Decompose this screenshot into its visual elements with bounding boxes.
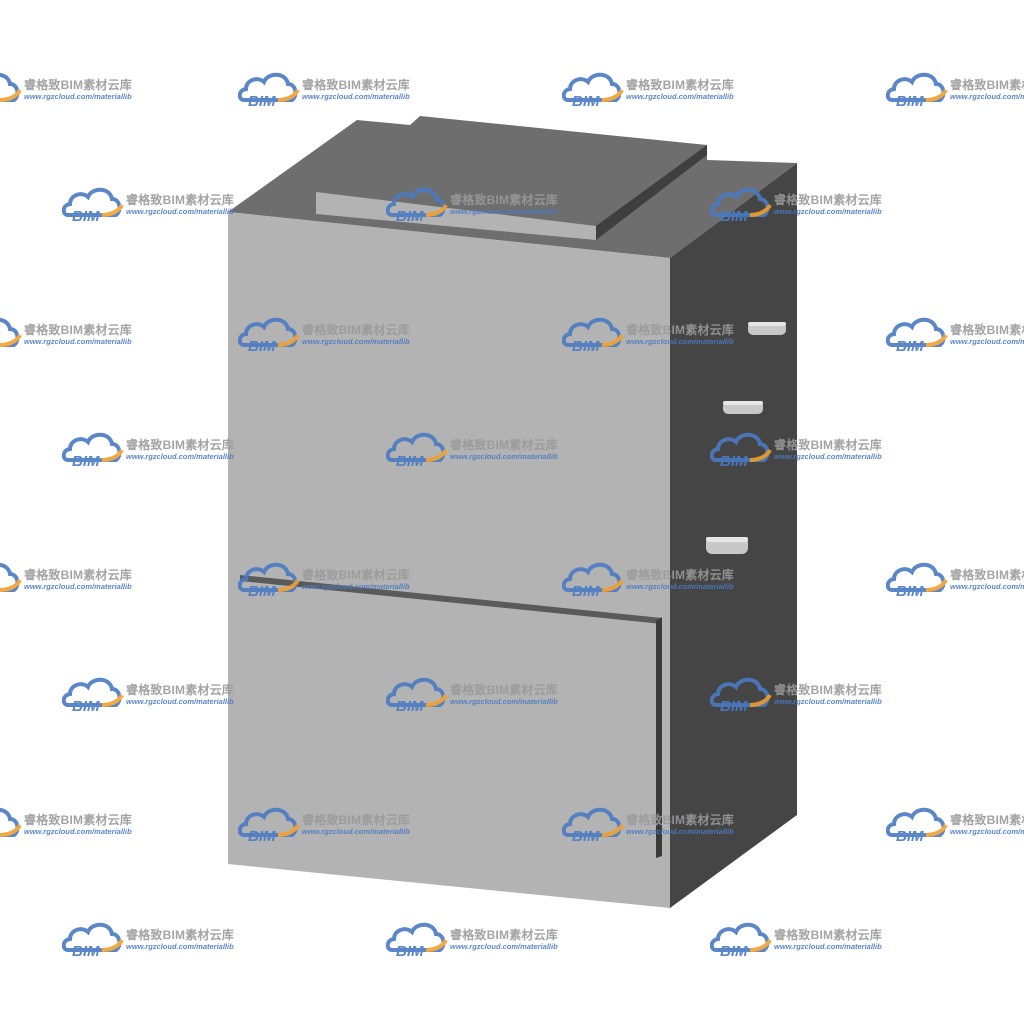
front-panel-edge bbox=[656, 617, 662, 858]
front-panel-groove bbox=[240, 575, 662, 624]
side-connector-2 bbox=[723, 401, 763, 414]
cabinet-top-face bbox=[228, 116, 797, 258]
side-connector-1 bbox=[748, 322, 786, 335]
cabinet-side-face bbox=[670, 163, 797, 908]
cabinet-front-face bbox=[228, 212, 670, 908]
top-raised-plate-right bbox=[596, 145, 707, 240]
side-connector-3 bbox=[706, 537, 748, 554]
